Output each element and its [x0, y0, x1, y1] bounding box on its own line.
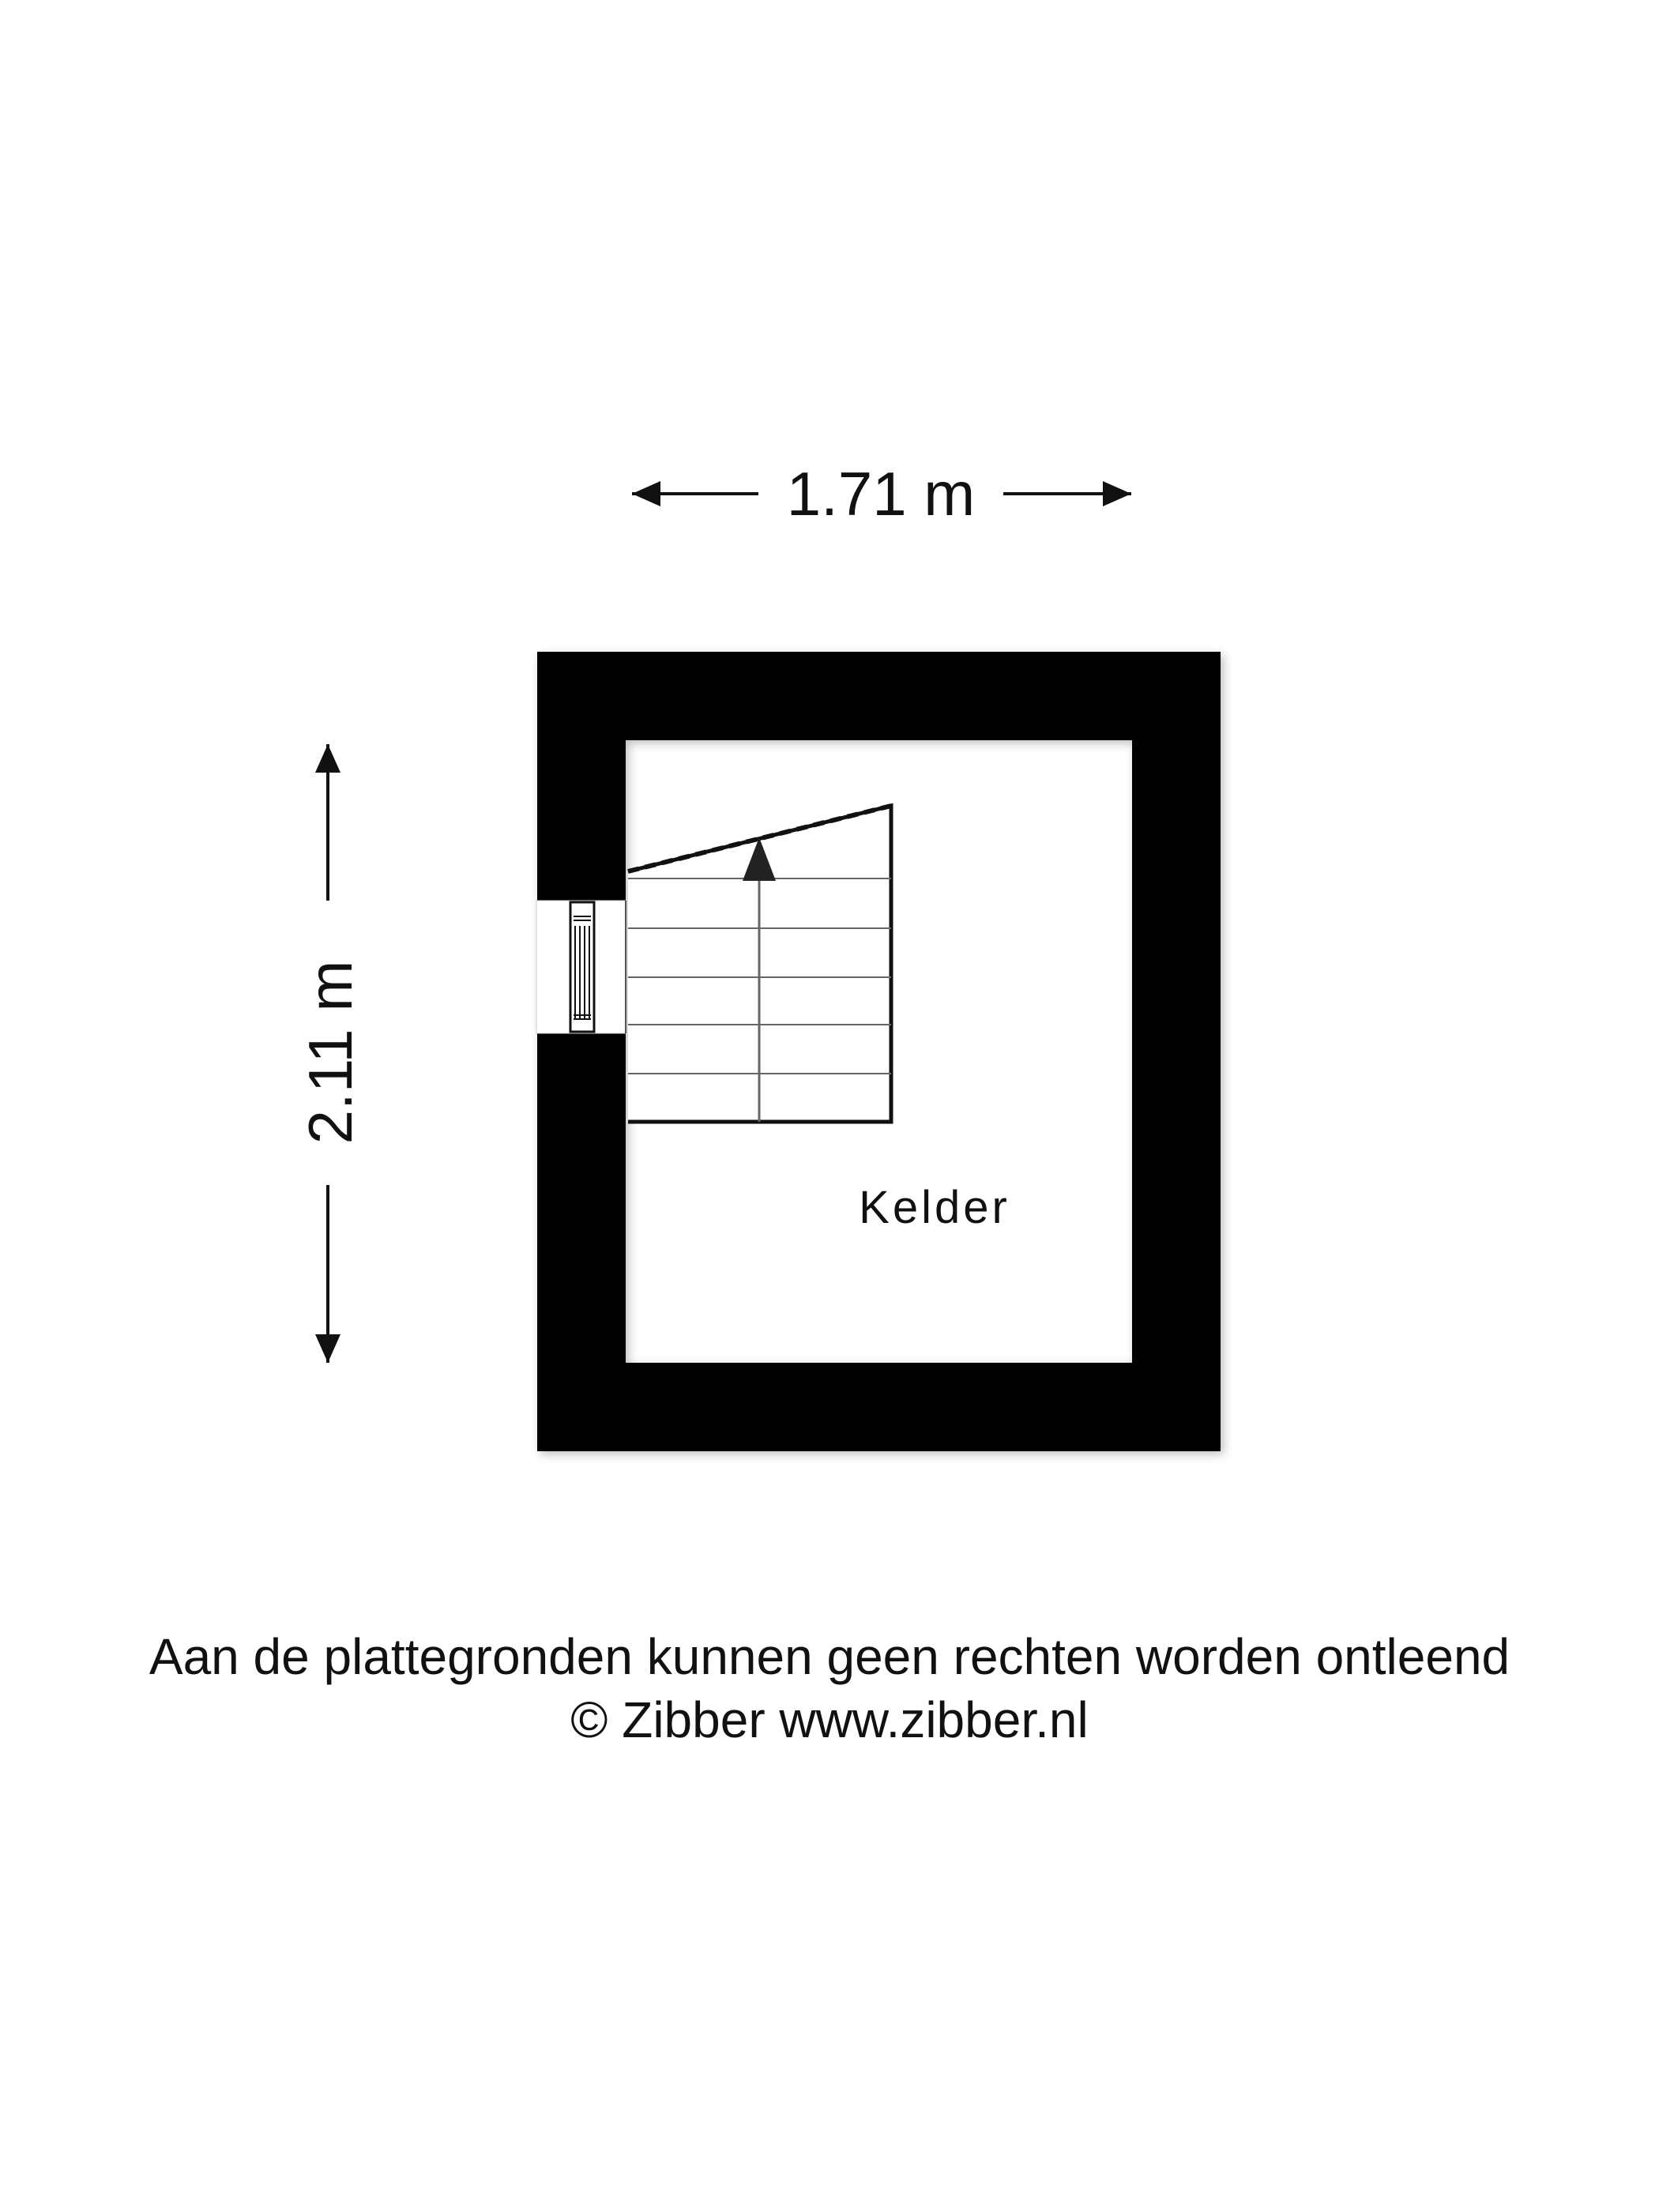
staircase-top-edge-dashes [627, 803, 892, 874]
disclaimer-text: Aan de plattegronden kunnen geen rechten… [149, 1628, 1510, 1685]
height-label: 2.11 m [295, 961, 365, 1145]
staircase [627, 803, 893, 1124]
width-label: 1.71 m [787, 459, 975, 529]
room-label: Kelder [859, 1182, 1010, 1233]
height-dimension: 2.11 m [295, 744, 365, 1363]
stair-direction-arrow-icon [743, 837, 776, 881]
width-dimension: 1.71 m [632, 459, 1131, 529]
door-frame [569, 901, 596, 1033]
door-leaf-lines [574, 916, 591, 1020]
copyright-text: © Zibber www.zibber.nl [570, 1691, 1089, 1748]
walls [537, 652, 1221, 1451]
door-opening [536, 900, 627, 1034]
wall-outline [537, 652, 1221, 1451]
